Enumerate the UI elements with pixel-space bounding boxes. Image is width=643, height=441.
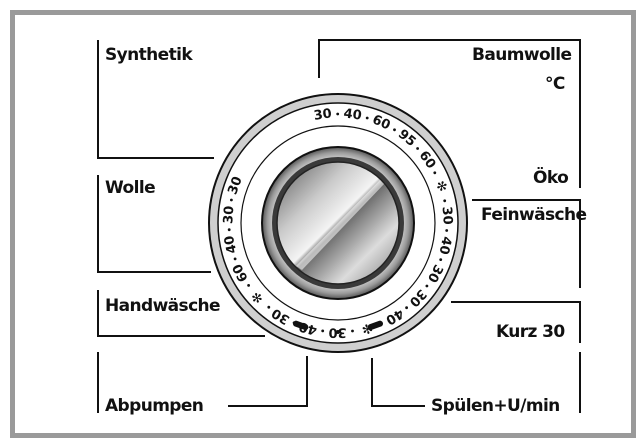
dial-dot [366, 117, 369, 120]
dial-dot [228, 228, 231, 231]
dial-dot [439, 258, 442, 261]
dial-position-dot [336, 330, 340, 334]
dial-marking-label: 40 [343, 106, 363, 123]
dial-dot [267, 306, 270, 309]
dial-marking-label: 30 [221, 205, 237, 224]
dial-dot [230, 199, 233, 202]
dial-dot [336, 113, 339, 116]
dial-dot [351, 330, 354, 333]
dial-dot [247, 284, 250, 287]
dial-dot [405, 306, 408, 309]
dial-dot [443, 199, 446, 202]
dial-dot [445, 229, 448, 232]
dial-dot [234, 258, 237, 261]
dial-dot [321, 330, 324, 333]
dial-dot [433, 171, 436, 174]
dial-dot [426, 285, 429, 288]
dial-marking-label: 30 [439, 206, 455, 225]
dial-dot [393, 128, 396, 131]
dial-marking-label: 30 [313, 106, 333, 123]
dial-dot [416, 147, 419, 150]
